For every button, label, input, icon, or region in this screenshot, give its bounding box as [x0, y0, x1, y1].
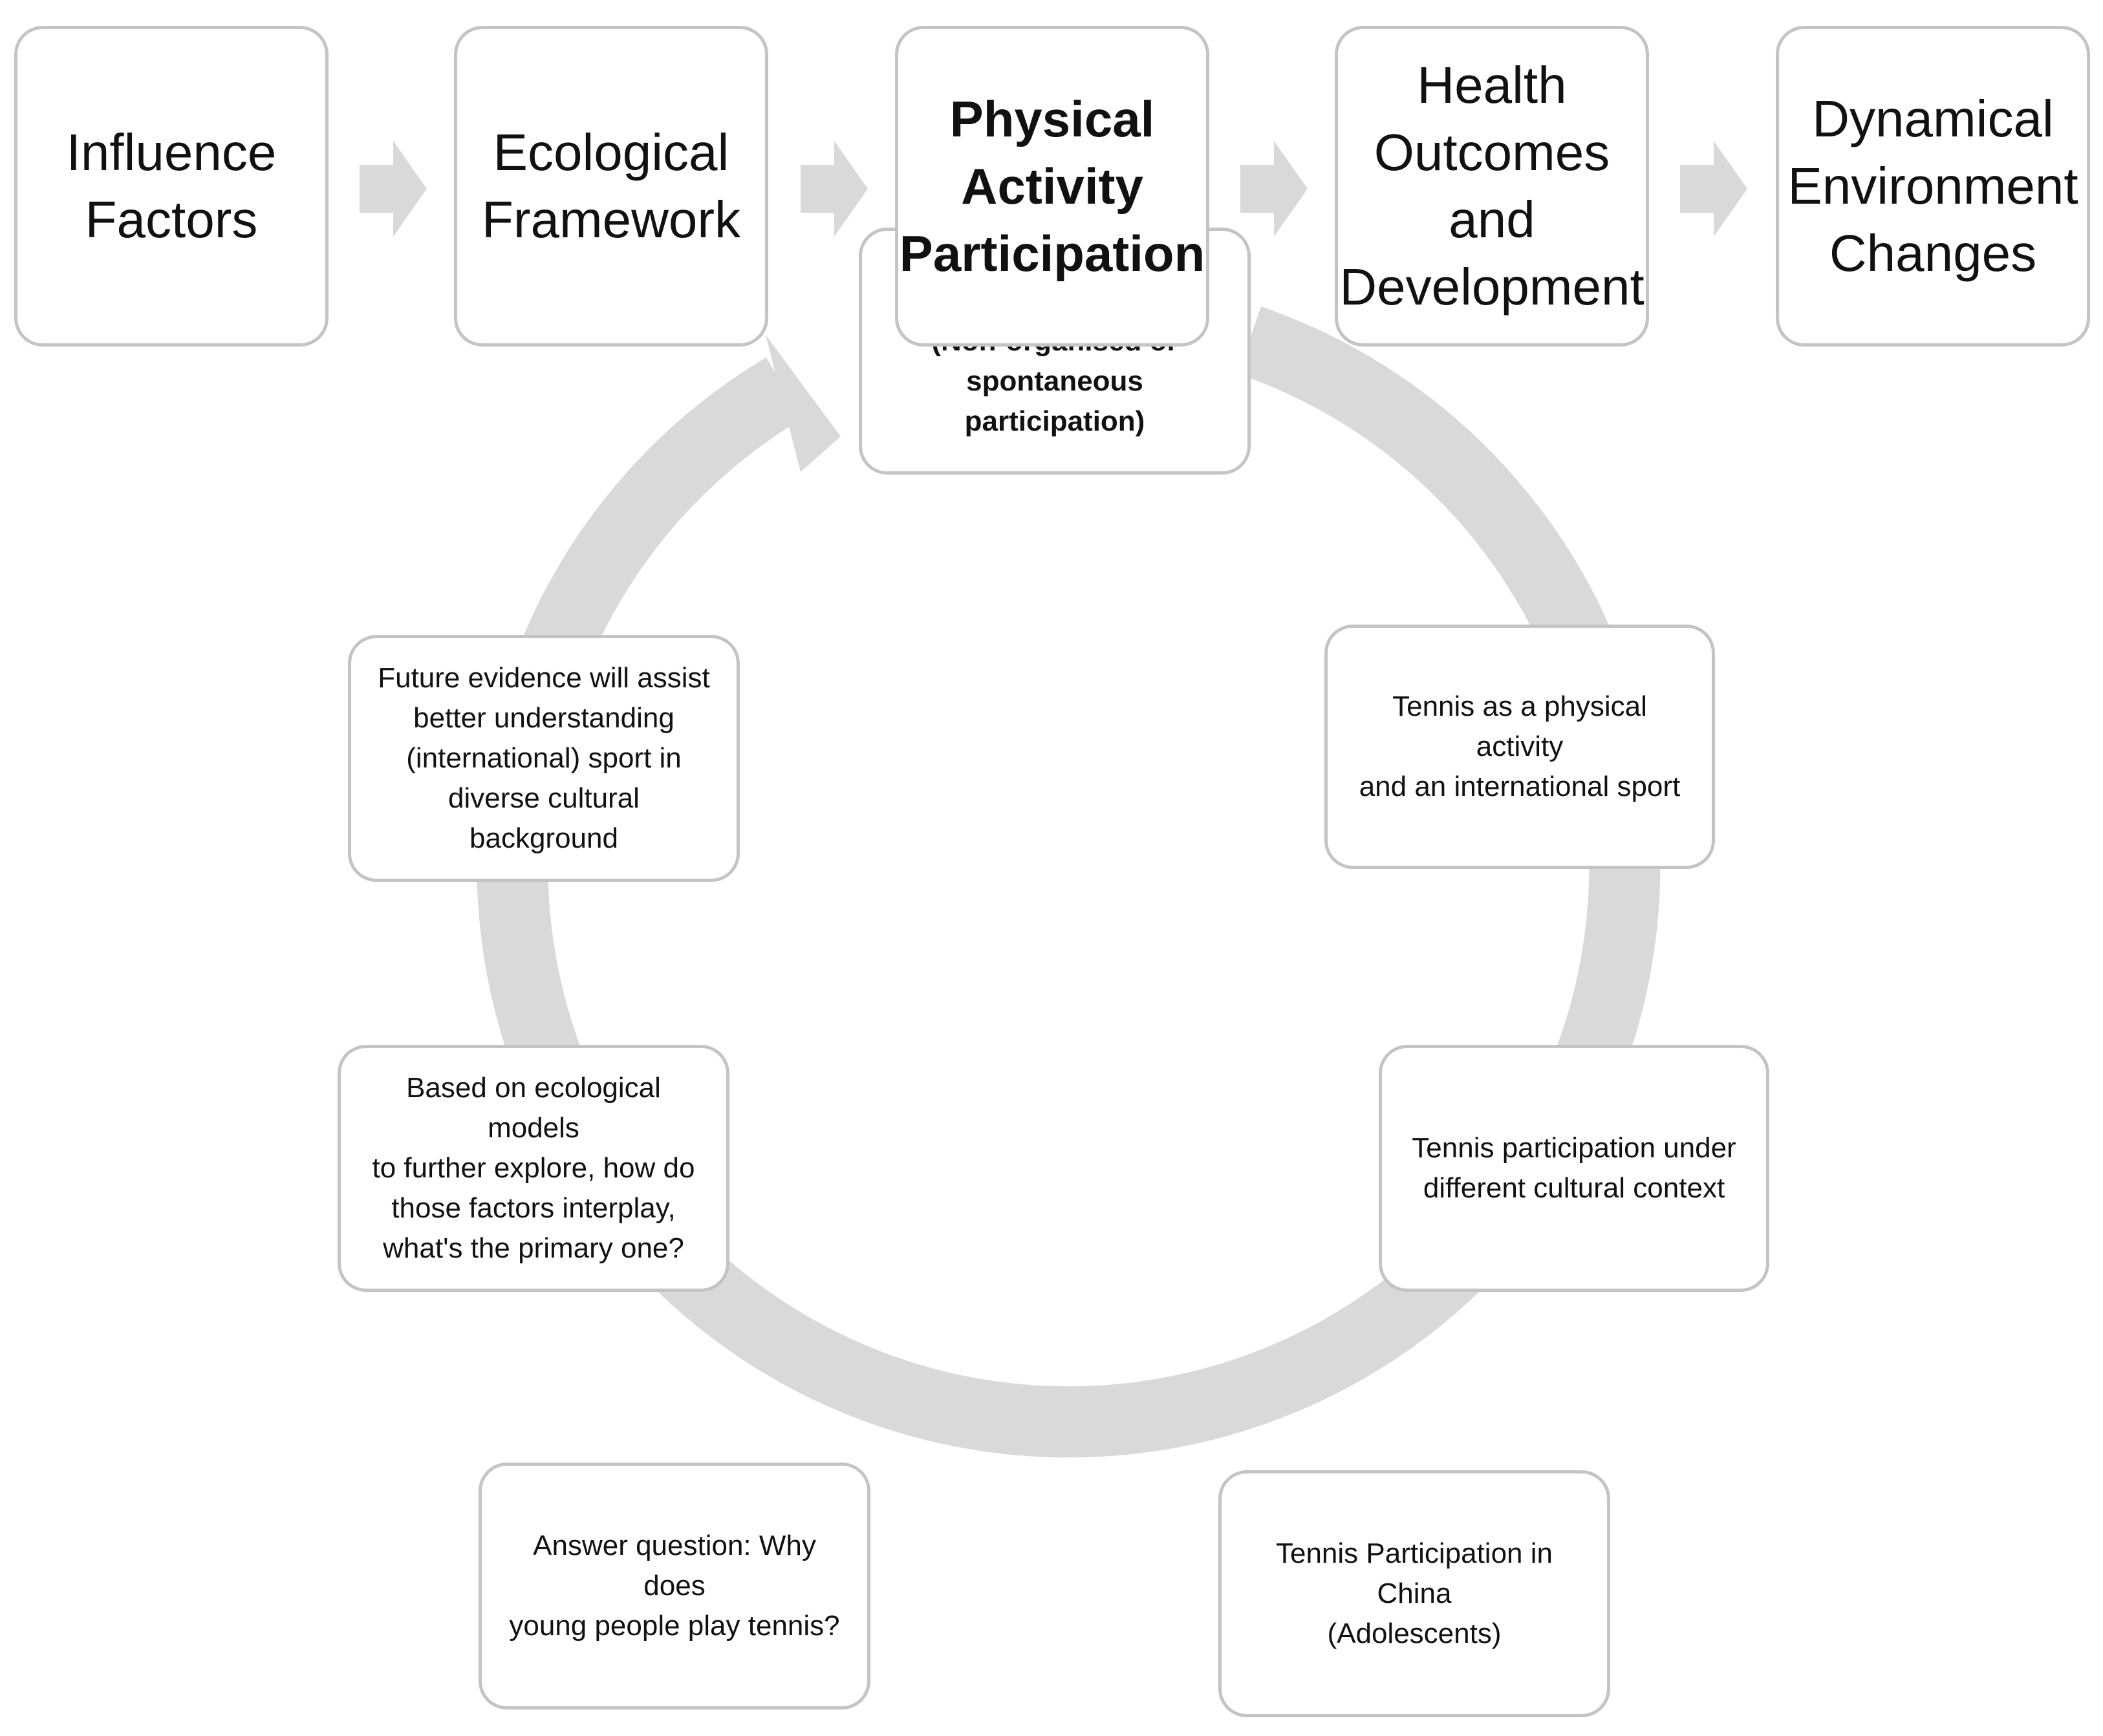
cycle-arrowhead [766, 335, 841, 472]
future-evidence-text: Future evidence will assist better under… [378, 662, 710, 854]
why-play-text: Answer question: Why does young people p… [509, 1530, 840, 1642]
china-adolescents-text: Tennis Participation in China (Adolescen… [1275, 1538, 1553, 1649]
health-outcomes-label: Health Outcomes and Development [1339, 56, 1645, 316]
flow-arrow-3 [1240, 141, 1308, 237]
dynamical-environment-box: Dynamical Environment Changes [1776, 26, 2090, 347]
dynamical-environment-label: Dynamical Environment Changes [1787, 90, 2078, 282]
why-play-box: Answer question: Why does young people p… [479, 1463, 870, 1709]
tennis-international-box: Tennis as a physical activity and an int… [1324, 625, 1715, 869]
future-evidence-box: Future evidence will assist better under… [348, 635, 740, 882]
flow-arrow-2 [801, 141, 868, 237]
cultural-context-text: Tennis participation under different cul… [1412, 1132, 1736, 1204]
influence-factors-label: Influence Factors [66, 123, 277, 248]
china-adolescents-box: Tennis Participation in China (Adolescen… [1218, 1470, 1610, 1717]
flow-arrow-1 [360, 141, 427, 237]
cultural-context-box: Tennis participation under different cul… [1379, 1045, 1769, 1292]
ecological-models-box: Based on ecological models to further ex… [338, 1045, 729, 1292]
influence-factors-box: Influence Factors [14, 26, 329, 347]
ecological-framework-label: Ecological Framework [481, 123, 741, 248]
physical-activity-participation-label: Physical Activity Participation [899, 91, 1205, 282]
ecological-models-text: Based on ecological models to further ex… [372, 1072, 695, 1264]
health-outcomes-box: Health Outcomes and Development [1335, 26, 1649, 347]
ecological-framework-box: Ecological Framework [454, 26, 768, 347]
tennis-international-text: Tennis as a physical activity and an int… [1359, 691, 1681, 802]
flow-arrow-4 [1680, 141, 1747, 237]
physical-activity-participation-box: Physical Activity Participation [895, 26, 1209, 347]
